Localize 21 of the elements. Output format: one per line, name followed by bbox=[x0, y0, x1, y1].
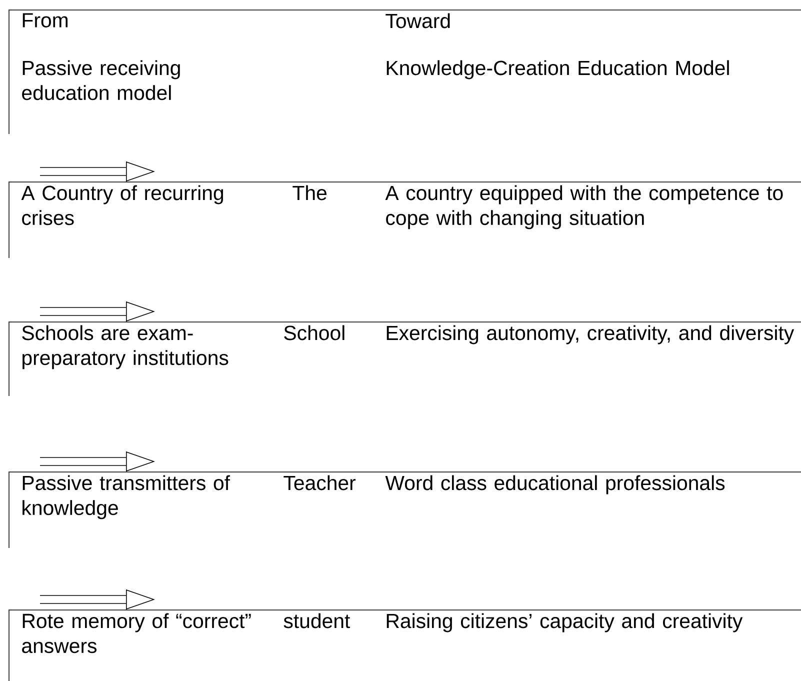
row-text: From bbox=[22, 13, 68, 28]
table-row bbox=[8, 472, 801, 548]
row-text: Knowledge-Creation Education Model bbox=[386, 60, 729, 80]
table-row bbox=[8, 322, 801, 396]
row-text: A Country of recurring crises bbox=[21, 185, 224, 226]
row-text: Schools are exam-preparatory institutions bbox=[22, 325, 228, 370]
row-text: Passive transmitters of knowledge bbox=[22, 475, 230, 520]
row-text: Exercising autonomy, creativity, and diversity bbox=[386, 325, 794, 344]
row-text: Passive receiving education model bbox=[22, 60, 180, 100]
row-text: The bbox=[292, 185, 326, 200]
row-text: Raising citizens’ capacity and creativity bbox=[386, 613, 743, 632]
row-text: A country equipped with the competence to cope with changing situation bbox=[385, 185, 783, 230]
table-row bbox=[8, 610, 801, 681]
row-text: Rote memory of “correct” answers bbox=[22, 613, 251, 654]
row-text: student bbox=[284, 613, 350, 628]
row-text: Word class educational professionals bbox=[385, 475, 725, 494]
table-row bbox=[8, 10, 801, 134]
table-row bbox=[8, 182, 801, 258]
row-text: Toward bbox=[386, 13, 450, 28]
row-text: Teacher bbox=[284, 475, 356, 490]
row-text: School bbox=[284, 325, 344, 340]
